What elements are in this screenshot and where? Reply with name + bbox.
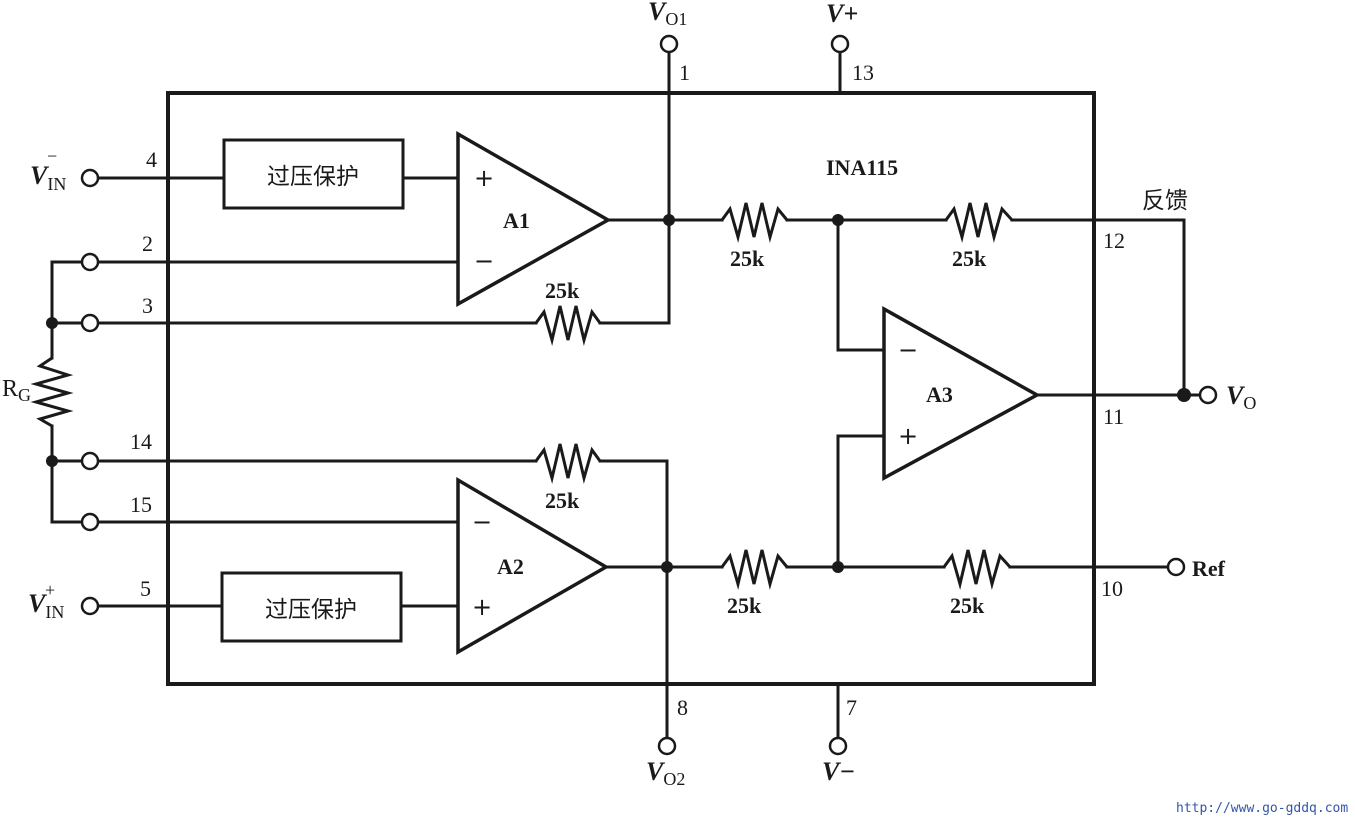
pin-number-14: 14 xyxy=(130,429,152,454)
terminal-vo xyxy=(1198,385,1218,405)
signal-vin-minus: VIN− xyxy=(30,146,66,194)
overvoltage-protection-top xyxy=(222,138,405,210)
resistor-a2-out-value: 25k xyxy=(727,593,762,618)
overvoltage-protection-bottom xyxy=(220,571,403,643)
a1-plus-sign: + xyxy=(474,164,494,192)
wires xyxy=(50,50,1200,740)
rg-label: RG xyxy=(2,376,31,405)
pin-number-15: 15 xyxy=(130,492,152,517)
signal-vplus: V+ xyxy=(826,0,858,28)
pin-number-13: 13 xyxy=(852,60,874,85)
signal-vo: VO xyxy=(1226,381,1256,413)
amplifier-a1-label: A1 xyxy=(503,208,530,233)
resistor-a1-feedback-value: 25k xyxy=(545,278,580,303)
terminal-pin3 xyxy=(80,313,100,333)
terminal-pin14 xyxy=(80,451,100,471)
amplifier-a3-label: A3 xyxy=(926,382,953,407)
signal-vin-plus: VIN+ xyxy=(28,580,64,622)
resistor-a2-feedback xyxy=(534,443,602,484)
terminal-pin15 xyxy=(80,512,100,532)
a3-minus-sign: − xyxy=(898,336,918,364)
pin-number-11: 11 xyxy=(1103,404,1124,429)
a1-minus-sign: − xyxy=(474,247,494,275)
signal-vo2: VO2 xyxy=(646,757,685,789)
signal-vminus: V− xyxy=(822,757,855,786)
resistors xyxy=(30,202,1014,590)
protection-label-top: 过压保护 xyxy=(267,164,359,190)
pin-number-7: 7 xyxy=(846,695,857,720)
a2-plus-sign: + xyxy=(472,593,492,621)
feedback-label: 反馈 xyxy=(1142,188,1188,214)
resistor-a2-feedback-value: 25k xyxy=(545,488,580,513)
chip-outline xyxy=(166,91,1096,686)
pin-number-8: 8 xyxy=(677,695,688,720)
resistor-a2-out xyxy=(720,549,789,590)
a2-minus-sign: − xyxy=(472,508,492,536)
pin-number-2: 2 xyxy=(142,231,153,256)
terminal-vin-minus xyxy=(80,168,100,188)
amplifier-a2 xyxy=(456,476,610,656)
signal-vo1: VO1 xyxy=(648,0,687,29)
terminal-pin2 xyxy=(80,252,100,272)
resistor-a1-out xyxy=(720,202,789,243)
pin-terminals xyxy=(80,34,1218,756)
terminal-ref xyxy=(1166,557,1186,577)
resistor-a1-feedback xyxy=(534,305,602,346)
pin-number-1: 1 xyxy=(679,60,690,85)
amplifier-a1 xyxy=(456,130,612,307)
terminal-vo1 xyxy=(659,34,679,54)
amplifier-a2-label: A2 xyxy=(497,554,524,579)
watermark-url: http://www.go-gddq.com xyxy=(1176,801,1348,816)
pin-number-5: 5 xyxy=(140,576,151,601)
resistor-a1-out-value: 25k xyxy=(730,246,765,271)
terminal-vplus xyxy=(830,34,850,54)
resistor-ref xyxy=(942,549,1012,590)
terminal-vo2 xyxy=(657,736,677,756)
chip-name: INA115 xyxy=(826,155,898,180)
amplifier-a3 xyxy=(882,306,1041,481)
resistor-feedback xyxy=(944,202,1014,243)
resistor-feedback-value: 25k xyxy=(952,246,987,271)
junction-dots xyxy=(46,214,1191,573)
terminal-vin-plus xyxy=(80,596,100,616)
terminal-vminus xyxy=(828,736,848,756)
signal-ref: Ref xyxy=(1192,556,1226,581)
resistor-ref-value: 25k xyxy=(950,593,985,618)
pin-number-10: 10 xyxy=(1101,576,1123,601)
pin-number-12: 12 xyxy=(1103,228,1125,253)
resistor-rg xyxy=(30,356,74,428)
protection-label-bottom: 过压保护 xyxy=(265,597,357,623)
a3-plus-sign: + xyxy=(898,422,918,450)
pin-number-3: 3 xyxy=(142,293,153,318)
pin-number-4: 4 xyxy=(146,147,157,172)
